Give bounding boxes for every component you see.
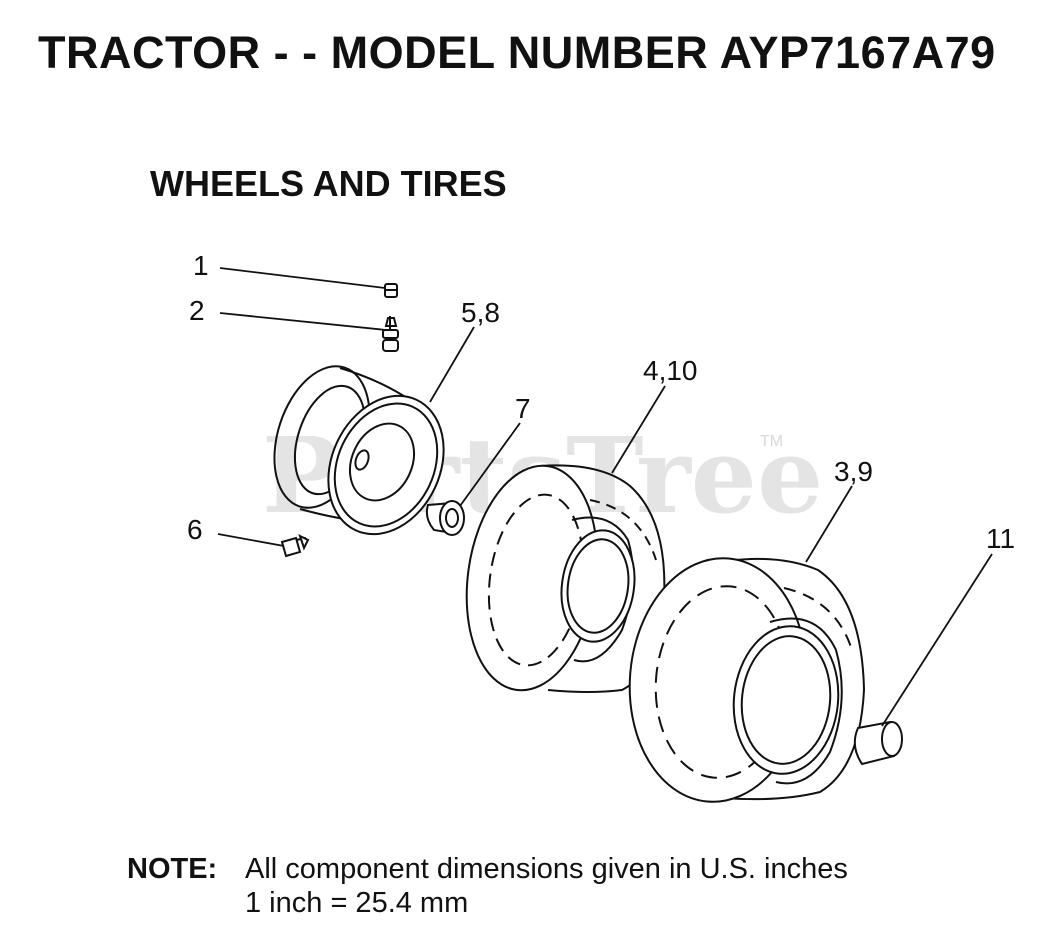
note-text-conversion: 1 inch = 25.4 mm: [245, 887, 469, 919]
part-3-9-rear-tire[interactable]: [620, 551, 866, 809]
callout-6[interactable]: 6: [187, 514, 203, 545]
callout-3-9[interactable]: 3,9: [834, 456, 873, 487]
part-4-10-front-tire[interactable]: [453, 457, 666, 699]
callout-4-10[interactable]: 4,10: [643, 355, 698, 386]
part-1-valve-cap[interactable]: [384, 283, 398, 298]
note-text-units: All component dimensions given in U.S. i…: [245, 853, 848, 885]
callout-5-8[interactable]: 5,8: [461, 297, 500, 328]
page-title: TRACTOR - - MODEL NUMBER AYP7167A79: [38, 27, 996, 78]
leader-lines: [217, 267, 993, 727]
callout-1[interactable]: 1: [193, 250, 209, 281]
callout-11[interactable]: 11: [986, 523, 1015, 554]
part-6-grease-fitting[interactable]: [280, 534, 310, 558]
note-label: NOTE:: [127, 853, 218, 885]
watermark-trademark: TM: [760, 433, 783, 450]
part-7-bushing[interactable]: [425, 500, 465, 536]
callout-7[interactable]: 7: [515, 393, 531, 424]
part-5-8-wheel-rim[interactable]: [258, 354, 466, 553]
part-11-hub-cap[interactable]: [853, 720, 903, 766]
section-title: WHEELS AND TIRES: [150, 163, 507, 204]
callout-2[interactable]: 2: [189, 295, 205, 326]
callout-labels: 1 2 5,8 6 7 4,10 3,9 11: [187, 250, 1015, 554]
part-2-valve-stem[interactable]: [382, 316, 399, 352]
